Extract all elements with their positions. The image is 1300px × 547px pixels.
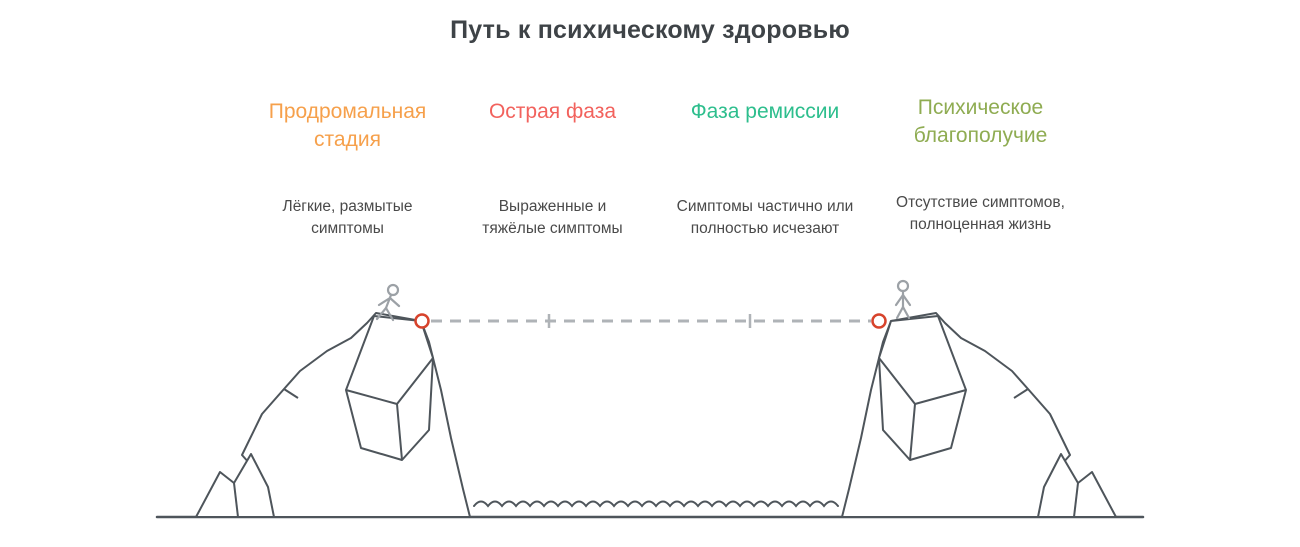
water-waves [473,500,839,508]
stage-desc-wrap: Лёгкие, размытые симптомы [240,174,455,262]
stage-title-remission: Фаза ремиссии [690,100,840,123]
left-foothill-facet [233,482,239,518]
right-cliff-facet-lines [878,357,1029,461]
stage-description-prodromal: Лёгкие, размытые симптомы [282,197,413,237]
right-stick-figure [894,279,912,320]
right-anchor-ring [871,313,887,329]
left-figure-legs [375,306,395,322]
anchor-rings [414,313,887,329]
left-cliff-facet-lines [283,357,434,461]
stage-title-wellbeing: Психическое благополучие [913,96,1048,148]
left-cliff [195,312,471,518]
stage-desc-wrap: Выраженные и тяжёлые симптомы [455,174,650,262]
stage-acute: Острая фаза Выраженные и тяжёлые симптом… [455,98,650,268]
stage-title-acute: Острая фаза [488,100,617,123]
stage-desc-wrap: Отсутствие симптомов, полноценная жизнь [858,170,1103,258]
page-title: Путь к психическому здоровью [450,16,850,44]
right-cliff [841,312,1117,518]
right-figure-head [896,279,910,293]
left-anchor-ring [414,313,430,329]
left-figure-head [386,283,400,297]
stage-remission: Фаза ремиссии Симптомы частично или полн… [660,98,870,268]
stage-description-wellbeing: Отсутствие симптомов, полноценная жизнь [896,193,1065,233]
stage-desc-wrap: Симптомы частично или полностью исчезают [660,174,870,262]
right-figure-arms [894,293,912,307]
right-foothill-facet [1073,482,1079,518]
dashed-journey-path [431,314,871,328]
stage-description-acute: Выраженные и тяжёлые симптомы [482,197,623,237]
left-stick-figure [375,283,401,322]
right-figure-legs [895,305,911,320]
stage-title-prodromal: Продромальная стадия [268,100,427,152]
stage-wellbeing: Психическое благополучие Отсутствие симп… [858,94,1103,264]
left-figure-arms [377,296,401,308]
stage-prodromal: Продромальная стадия Лёгкие, размытые си… [240,98,455,268]
stage-description-remission: Симптомы частично или полностью исчезают [676,197,854,237]
right-cliff-crystal-facet [878,315,967,461]
